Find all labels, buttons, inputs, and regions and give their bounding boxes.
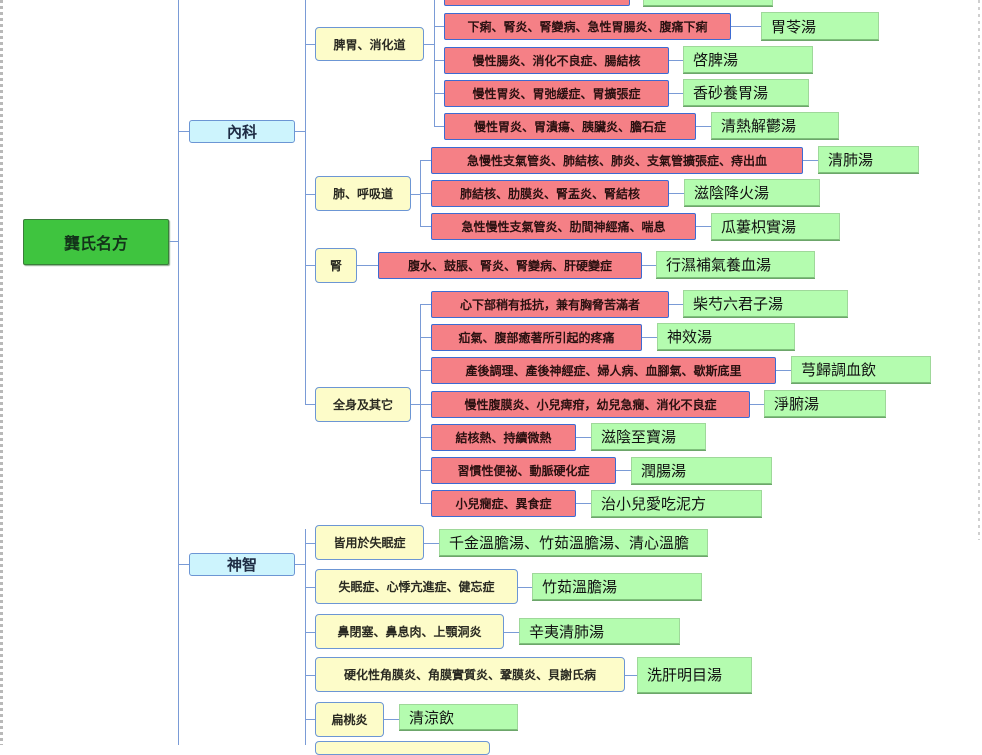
- subcategory-node[interactable]: 失眠症、心悸亢進症、健忘症: [315, 569, 518, 604]
- category-node-neike[interactable]: 內科: [189, 120, 295, 143]
- prescription-node[interactable]: 竹茹溫膽湯: [532, 573, 702, 600]
- prescription-node[interactable]: 滋陰至寶湯: [591, 423, 706, 450]
- symptom-node[interactable]: 慢性胃炎、胃潰瘍、胰臟炎、膽石症: [444, 113, 696, 140]
- subcategory-node[interactable]: 肺、呼吸道: [315, 176, 411, 211]
- page-edge-right: [978, 0, 980, 540]
- prescription-node[interactable]: 清肺湯: [818, 146, 919, 173]
- prescription-node[interactable]: 千金溫膽湯、竹茹溫膽湯、清心溫膽: [439, 529, 708, 556]
- symptom-node[interactable]: 慢性腹膜炎、小兒痺疳，幼兒急癇、消化不良症: [431, 391, 750, 418]
- symptom-node[interactable]: 習慣性便祕、動脈硬化症: [431, 457, 616, 484]
- subcategory-node[interactable]: 鼻閉塞、鼻息肉、上顎洞炎: [315, 614, 504, 649]
- prescription-node[interactable]: 行濕補氣養血湯: [656, 251, 815, 278]
- category-node-shenzhi[interactable]: 神智: [189, 553, 295, 576]
- symptom-node[interactable]: 產後調理、產後神經症、婦人病、血腳氣、歇斯底里: [431, 357, 776, 384]
- prescription-node-partial: [643, 0, 773, 6]
- symptom-node[interactable]: 肺結核、肋膜炎、腎盂炎、腎結核: [431, 180, 669, 207]
- subcategory-node[interactable]: 脾胃、消化道: [315, 27, 424, 61]
- prescription-node[interactable]: 胃苓湯: [761, 12, 879, 40]
- symptom-node[interactable]: 結核熱、持續微熱: [431, 424, 576, 451]
- prescription-node[interactable]: 淨腑湯: [764, 390, 886, 417]
- prescription-node[interactable]: 治小兒愛吃泥方: [591, 490, 762, 517]
- prescription-node[interactable]: 辛夷清肺湯: [519, 618, 680, 644]
- prescription-node[interactable]: 啓脾湯: [683, 46, 813, 73]
- prescription-node[interactable]: 清熱解鬱湯: [711, 112, 839, 139]
- symptom-node-partial: [444, 0, 630, 6]
- subcategory-node[interactable]: 全身及其它: [315, 387, 411, 422]
- root-node[interactable]: 龔氏名方: [23, 219, 169, 265]
- symptom-node[interactable]: 心下部稍有抵抗，兼有胸脅苦滿者: [431, 291, 669, 318]
- symptom-node[interactable]: 下痢、腎炎、腎變病、急性胃腸炎、腹痛下痢: [444, 13, 731, 40]
- symptom-node[interactable]: 慢性腸炎、消化不良症、腸結核: [444, 47, 669, 74]
- symptom-node[interactable]: 急慢性支氣管炎、肺結核、肺炎、支氣管擴張症、痔出血: [431, 147, 803, 174]
- symptom-node[interactable]: 腹水、鼓脹、腎炎、腎變病、肝硬變症: [378, 252, 642, 279]
- prescription-node[interactable]: 洗肝明目湯: [637, 657, 752, 693]
- prescription-node[interactable]: 潤腸湯: [631, 457, 772, 484]
- prescription-node[interactable]: 柴芍六君子湯: [683, 290, 848, 317]
- subcategory-node[interactable]: 硬化性角膜炎、角膜實質炎、鞏膜炎、貝謝氏病: [315, 657, 625, 692]
- page-edge-left: [0, 0, 3, 745]
- subcategory-node[interactable]: 皆用於失眠症: [315, 525, 424, 560]
- prescription-node[interactable]: 清涼飲: [399, 704, 518, 730]
- symptom-node[interactable]: 慢性胃炎、胃弛緩症、胃擴張症: [444, 80, 669, 107]
- prescription-node[interactable]: 瓜蔞枳實湯: [711, 213, 840, 240]
- prescription-node[interactable]: 香砂養胃湯: [683, 79, 809, 106]
- prescription-node[interactable]: 芎歸調血飲: [791, 356, 931, 383]
- prescription-node[interactable]: 滋陰降火湯: [684, 179, 820, 206]
- subcategory-node[interactable]: 腎: [315, 248, 357, 283]
- prescription-node[interactable]: 神效湯: [657, 323, 795, 350]
- subcategory-node-partial: [315, 741, 490, 755]
- symptom-node[interactable]: 疝氣、腹部癒著所引起的疼痛: [431, 324, 642, 351]
- symptom-node[interactable]: 小兒癇症、異食症: [431, 490, 576, 517]
- subcategory-node[interactable]: 扁桃炎: [315, 702, 384, 737]
- symptom-node[interactable]: 急性慢性支氣管炎、肋間神經痛、喘息: [431, 213, 696, 240]
